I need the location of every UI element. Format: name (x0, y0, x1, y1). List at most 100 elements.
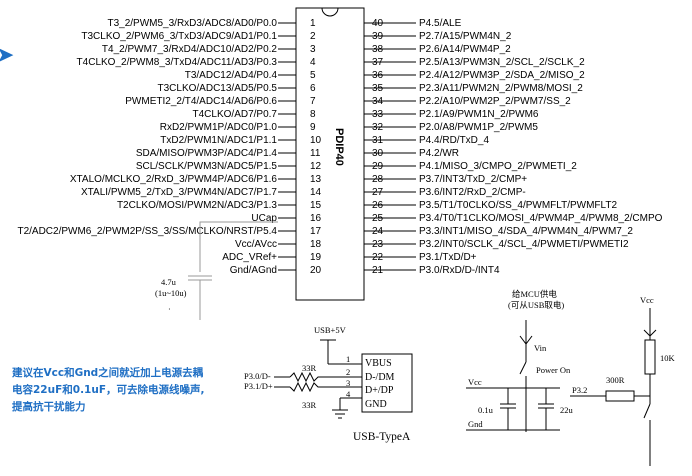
pin-number-left: 3 (310, 44, 316, 55)
pin-label-right: P2.0/A8/PWM1P_2/PWM5 (419, 122, 538, 133)
pin-label-right: P2.5/A13/PWM3N_2/SCL_2/SCLK_2 (419, 57, 585, 68)
reset-series-resistor (605, 390, 635, 402)
pin-label-left: T4CLKO/AD7/P0.7 (193, 109, 278, 120)
power-title-line2: (可从USB取电) (508, 300, 564, 310)
pin-number-left: 17 (310, 226, 322, 237)
pin-number-right: 26 (372, 200, 384, 211)
pin-number-left: 20 (310, 265, 322, 276)
pin-number-left: 1 (310, 18, 316, 29)
pin-label-right: P3.1/TxD/D+ (419, 252, 477, 263)
ucap-capacitor (188, 221, 278, 320)
pin-label-right: P4.4/RD/TxD_4 (419, 135, 489, 146)
chip-notch (321, 7, 339, 17)
usb-pin-gnd: GND (365, 399, 387, 410)
pin-label-right: P3.4/T0/T1CLKO/MOSI_4/PWM4P_4/PWM8_2/CMP… (419, 213, 663, 224)
pin-number-right: 37 (372, 57, 384, 68)
pin-number-right: 40 (372, 18, 384, 29)
pin-label-right: P4.5/ALE (419, 18, 462, 29)
pin-label-left: XTALI/PWM5_2/TxD_3/PWM4N/ADC7/P1.7 (81, 187, 277, 198)
pin-number-left: 18 (310, 239, 322, 250)
pin-label-right: P2.1/A9/PWM1N_2/PWM6 (419, 109, 539, 120)
pin-number-right: 33 (372, 109, 384, 120)
power-cap-small-label: 0.1u (478, 405, 494, 415)
pin-number-left: 11 (310, 148, 321, 159)
usb-pin1-number: 1 (346, 354, 350, 364)
pin-number-right: 29 (372, 161, 384, 172)
pin-number-left: 7 (310, 96, 316, 107)
ucap-dot: · (168, 304, 171, 314)
decoupling-note-line1: 建议在Vcc和Gnd之间就近加上电源去耦 (11, 366, 204, 379)
usb-pin4-number: 4 (346, 389, 351, 399)
pin-label-left: UCap (251, 213, 277, 224)
reset-vcc-label: Vcc (640, 295, 654, 305)
pin-label-left: T3_2/PWM5_3/RxD3/ADC8/AD0/P0.0 (107, 18, 277, 29)
pin-label-right: P2.3/A11/PWM2N_2/PWM8/MOSI_2 (419, 83, 583, 94)
reset-pullup-resistor (644, 339, 656, 375)
pin-label-right: P2.2/A10/PWM2P_2/PWM7/SS_2 (419, 96, 571, 107)
pin-label-left: T2/ADC2/PWM6_2/PWM2P/SS_3/SS/MCLKO/NRST/… (17, 226, 277, 237)
pin-label-left: T4_2/PWM7_3/RxD4/ADC10/AD2/P0.2 (102, 44, 278, 55)
pin-number-left: 5 (310, 70, 316, 81)
pin-label-right: P3.6/INT2/RxD_2/CMP- (419, 187, 526, 198)
pin-number-left: 16 (310, 213, 322, 224)
usb-pin3-number: 3 (346, 378, 350, 388)
pin-number-left: 9 (310, 122, 316, 133)
power-title-line1: 给MCU供电 (512, 289, 557, 299)
usb-section: USB+5V P3.0/D- P3.1/D+ 33R 33R 1 2 3 4 V… (244, 325, 413, 443)
pin-number-right: 25 (372, 213, 384, 224)
pin-label-right: P3.5/T1/T0CLKO/SS_4/PWMFLT/PWMFLT2 (419, 200, 617, 211)
power-switch (519, 361, 527, 375)
pin-number-left: 4 (310, 57, 316, 68)
pin-number-left: 10 (310, 135, 322, 146)
pin-label-right: P4.1/MISO_3/CMPO_2/PWMETI_2 (419, 161, 577, 172)
ucap-value: 4.7u (161, 277, 177, 287)
pin-number-right: 27 (372, 187, 384, 198)
pin-label-left: SCL/SCLK/PWM3N/ADC5/P1.5 (136, 161, 278, 172)
usb-resistor-top-label: 33R (302, 363, 317, 373)
power-section: 给MCU供电 (可从USB取电) Vin Power On Vcc 0.1u 2… (466, 289, 574, 432)
usb-pin-dm: D-/DM (365, 372, 395, 383)
power-gnd-label: Gnd (468, 419, 483, 429)
chip-body (295, 7, 365, 301)
pin-number-right: 31 (372, 135, 384, 146)
pin-label-right: P2.6/A14/PWM4P_2 (419, 44, 511, 55)
pin-number-right: 32 (372, 122, 384, 133)
pin-label-left: T4CLKO_2/PWM8_3/TxD4/ADC11/AD3/P0.3 (77, 57, 278, 68)
pin-label-left: Gnd/AGnd (230, 265, 277, 276)
pin-number-left: 2 (310, 31, 316, 42)
usb-supply-label: USB+5V (314, 325, 347, 335)
pin-label-right: P2.7/A15/PWM4N_2 (419, 31, 512, 42)
chip-left-pins: T3_2/PWM5_3/RxD3/ADC8/AD0/P0.0 1T3CLKO_2/… (17, 18, 321, 276)
pin-label-right: P3.2/INT0/SCLK_4/SCL_4/PWMETI/PWMETI2 (419, 239, 629, 250)
pin-label-left: T3/ADC12/AD4/P0.4 (185, 70, 278, 81)
pin-label-right: P4.2/WR (419, 148, 459, 159)
pin-number-left: 13 (310, 174, 322, 185)
pin-label-left: T3CLKO_2/PWM6_3/TxD3/ADC9/AD1/P0.1 (81, 31, 277, 42)
pin-label-right: P3.7/INT3/TxD_2/CMP+ (419, 174, 527, 185)
pin-label-left: PWMETI2_2/T4/ADC14/AD6/P0.6 (125, 96, 277, 107)
pin-label-left: T3CLKO/ADC13/AD5/P0.5 (158, 83, 278, 94)
power-vcc-label: Vcc (468, 377, 482, 387)
reset-switch (643, 403, 651, 419)
pin-number-left: 12 (310, 161, 322, 172)
usb-connector-box (361, 353, 413, 413)
pin-number-left: 8 (310, 109, 316, 120)
power-on-label: Power On (536, 365, 571, 375)
pin-label-left: XTALO/MCLKO_2/RxD_3/PWM4P/ADC6/P1.6 (70, 174, 278, 185)
pin-label-right: P3.3/INT1/MISO_4/SDA_4/PWM4N_4/PWM7_2 (419, 226, 633, 237)
pin-number-left: 6 (310, 83, 316, 94)
pin-number-right: 36 (372, 70, 384, 81)
usb-connector-name: USB-TypeA (353, 431, 411, 443)
power-cap-large-label: 22u (560, 405, 574, 415)
usb-pin-dp: D+/DP (365, 385, 394, 396)
pin-number-left: 15 (310, 200, 322, 211)
usb-net-p31: P3.1/D+ (244, 381, 273, 391)
usb-net-p30: P3.0/D- (244, 371, 271, 381)
reset-section: Vcc 10K 300R P3.2 (570, 295, 676, 466)
power-vin-label: Vin (534, 343, 547, 353)
pin-number-right: 38 (372, 44, 384, 55)
pin-number-right: 21 (372, 265, 384, 276)
